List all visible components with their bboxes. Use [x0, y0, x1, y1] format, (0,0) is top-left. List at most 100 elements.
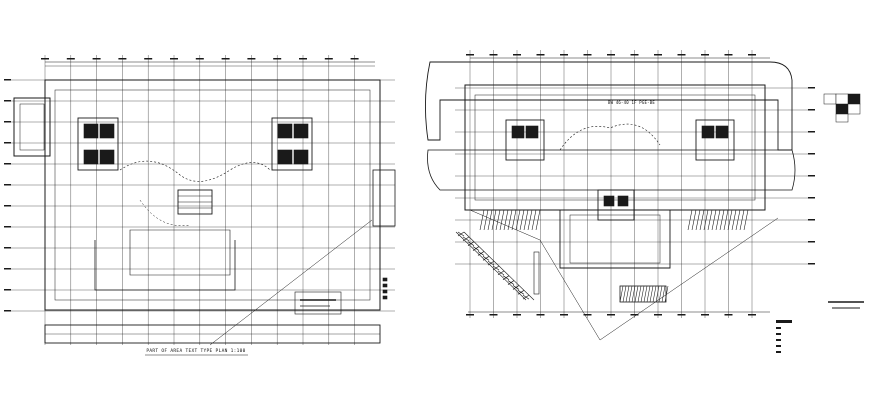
ramp-stroke — [492, 265, 500, 271]
ramp-stroke — [507, 280, 515, 285]
hatch-stroke — [646, 285, 651, 303]
hatch-stroke — [634, 285, 639, 303]
left-row-tag — [4, 100, 11, 102]
hatch-stroke — [664, 285, 669, 303]
left-column-tag — [350, 58, 359, 60]
right-core-left — [505, 119, 545, 161]
ramp-stroke — [457, 231, 465, 237]
right-column-tag — [536, 54, 545, 56]
left-annex-inner — [19, 103, 45, 151]
hatch-stroke — [637, 285, 642, 303]
hatch-stroke — [619, 285, 624, 303]
left-row-tag — [4, 121, 11, 123]
ramp-edge — [455, 231, 527, 301]
right-core-room-d — [277, 149, 293, 165]
right-row-tag — [808, 87, 815, 89]
right-structural-grid — [455, 50, 815, 318]
ramp-stroke — [462, 236, 470, 242]
right-column-tag-bottom — [630, 314, 639, 316]
hatch-stroke — [640, 285, 645, 303]
right-annex — [372, 169, 396, 227]
ramp-stroke — [467, 241, 475, 247]
right-column-tag — [630, 54, 639, 56]
left-plan-caption: PART OF AREA TEXT TYPE PLAN 1:100 — [146, 348, 245, 354]
hatch-stroke — [649, 285, 654, 303]
left-column-tag — [66, 58, 75, 60]
left-row-tag — [4, 289, 11, 291]
ramp-stroke — [472, 246, 480, 251]
left-side-tags — [382, 277, 388, 300]
right-row-tag — [808, 131, 815, 133]
hatch-stroke — [661, 285, 666, 303]
right-column-tag — [654, 54, 662, 56]
left-row-tag — [4, 268, 11, 270]
left-row-tag — [4, 205, 11, 207]
left-column-tag — [324, 58, 333, 60]
right-row-tag — [808, 219, 815, 221]
right-side-tags — [776, 320, 792, 353]
right-inner-body — [474, 94, 756, 201]
hatch-stroke — [643, 285, 648, 303]
left-column-tag — [299, 58, 307, 60]
ramp-stroke — [517, 289, 525, 295]
left-column-tag — [144, 58, 153, 60]
right-core-right — [695, 119, 735, 161]
left-floor-plan — [13, 61, 396, 346]
right-column-tag-bottom — [583, 314, 592, 316]
left-row-tag — [4, 163, 11, 165]
left-column-tag — [118, 58, 127, 60]
right-plan-heading: BW 46-40 1F PGE-BE — [608, 100, 655, 105]
left-circulation-path — [119, 160, 271, 182]
right-column-tag-bottom — [536, 314, 545, 316]
left-column-tag — [221, 58, 230, 60]
left-column-tag — [247, 58, 256, 60]
left-core-room-e — [99, 149, 115, 165]
hatch-stroke — [628, 285, 633, 303]
left-row-tag — [4, 79, 11, 81]
right-column-tag-bottom — [677, 314, 686, 316]
hatch-stroke — [658, 285, 663, 303]
right-column-tag-bottom — [701, 314, 709, 316]
right-column-tag — [677, 54, 686, 56]
right-column-tag-bottom — [466, 314, 474, 316]
left-core-room-a — [77, 117, 119, 171]
right-column-tag — [724, 54, 733, 56]
left-core-room-c — [99, 123, 115, 139]
scale-bar — [828, 301, 864, 309]
left-row-tag — [4, 226, 11, 228]
ramp-stroke — [522, 294, 530, 300]
right-row-tag — [808, 197, 815, 199]
left-legend-box — [294, 291, 342, 315]
hatch-stroke — [655, 285, 660, 303]
right-column-tag — [489, 54, 498, 56]
ramp-stroke — [487, 260, 495, 266]
left-annex-outer — [13, 97, 51, 157]
hatch-stroke — [625, 285, 630, 303]
right-core-room-b — [277, 123, 293, 139]
right-core-room-e — [293, 149, 309, 165]
right-column-tag — [607, 54, 615, 56]
right-floor-plan — [424, 57, 796, 341]
left-row-tag — [4, 142, 11, 144]
left-small-court — [129, 229, 231, 276]
right-core-center — [597, 189, 635, 221]
left-core-room-b — [83, 123, 99, 139]
right-outer-hull — [424, 61, 793, 151]
right-core-room-c — [293, 123, 309, 139]
left-inner-wall — [54, 89, 371, 301]
left-column-tag — [273, 58, 282, 60]
left-row-tag — [4, 247, 11, 249]
right-row-tag — [808, 241, 815, 243]
right-column-tag — [583, 54, 592, 56]
right-row-tag — [808, 109, 815, 111]
right-circulation-path — [559, 123, 661, 151]
right-diagonal-a — [539, 239, 601, 341]
right-column-tag-bottom — [748, 314, 756, 316]
ramp-stroke — [502, 275, 510, 281]
left-column-tag — [170, 58, 178, 60]
right-column-tag — [701, 54, 709, 56]
right-column-tag — [513, 54, 521, 56]
right-column-tag-bottom — [654, 314, 662, 316]
left-column-tag — [41, 58, 49, 60]
